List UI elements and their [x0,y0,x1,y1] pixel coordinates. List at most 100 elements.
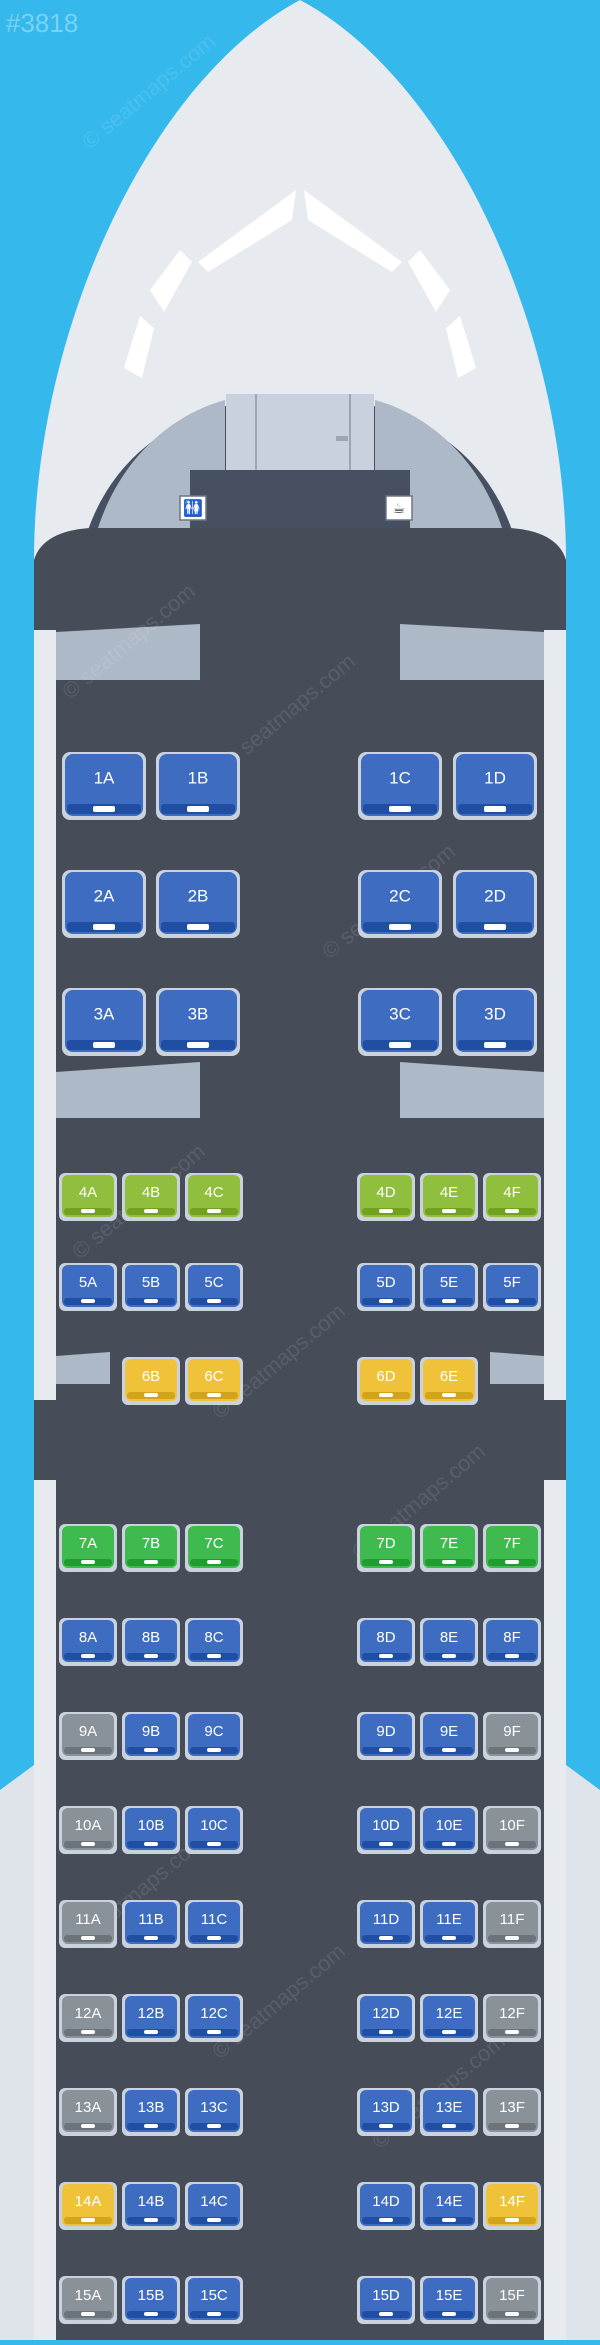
seat-8a[interactable]: 8A [59,1618,117,1666]
seat-5c[interactable]: 5C [185,1263,243,1311]
seat-label: 13D [372,2099,400,2116]
seat-13f[interactable]: 13F [483,2088,541,2136]
seat-10a[interactable]: 10A [59,1806,117,1854]
seat-10f[interactable]: 10F [483,1806,541,1854]
seat-7a[interactable]: 7A [59,1524,117,1572]
seat-3c[interactable]: 3C [358,988,442,1056]
exit-door-right [490,1352,544,1384]
seat-4b[interactable]: 4B [122,1173,180,1221]
seat-14a[interactable]: 14A [59,2182,117,2230]
seat-marker [505,2124,519,2128]
seat-8d[interactable]: 8D [357,1618,415,1666]
seat-9e[interactable]: 9E [420,1712,478,1760]
seat-label: 10E [436,1817,463,1834]
seat-11b[interactable]: 11B [122,1900,180,1948]
seat-4e[interactable]: 4E [420,1173,478,1221]
seat-15d[interactable]: 15D [357,2276,415,2324]
seat-10c[interactable]: 10C [185,1806,243,1854]
seat-1a[interactable]: 1A [62,752,146,820]
seat-4f[interactable]: 4F [483,1173,541,1221]
seat-15f[interactable]: 15F [483,2276,541,2324]
seat-7c[interactable]: 7C [185,1524,243,1572]
seat-3b[interactable]: 3B [156,988,240,1056]
seat-15c[interactable]: 15C [185,2276,243,2324]
seat-10e[interactable]: 10E [420,1806,478,1854]
seat-4d[interactable]: 4D [357,1173,415,1221]
seat-label: 13C [200,2099,228,2116]
seat-11d[interactable]: 11D [357,1900,415,1948]
seat-body [125,1359,177,1401]
seat-9b[interactable]: 9B [122,1712,180,1760]
seat-5a[interactable]: 5A [59,1263,117,1311]
seat-label: 9B [142,1723,160,1740]
seat-7f[interactable]: 7F [483,1524,541,1572]
seat-2a[interactable]: 2A [62,870,146,938]
seat-label: 14C [200,2193,228,2210]
seat-11e[interactable]: 11E [420,1900,478,1948]
seat-4a[interactable]: 4A [59,1173,117,1221]
seat-12d[interactable]: 12D [357,1994,415,2042]
seat-12e[interactable]: 12E [420,1994,478,2042]
seat-3d[interactable]: 3D [453,988,537,1056]
seat-7e[interactable]: 7E [420,1524,478,1572]
seat-13b[interactable]: 13B [122,2088,180,2136]
seat-13d[interactable]: 13D [357,2088,415,2136]
seat-6e[interactable]: 6E [420,1357,478,1405]
seat-2d[interactable]: 2D [453,870,537,938]
seat-15a[interactable]: 15A [59,2276,117,2324]
seat-10b[interactable]: 10B [122,1806,180,1854]
seat-15e[interactable]: 15E [420,2276,478,2324]
seat-14e[interactable]: 14E [420,2182,478,2230]
seat-7b[interactable]: 7B [122,1524,180,1572]
seat-5f[interactable]: 5F [483,1263,541,1311]
seat-12f[interactable]: 12F [483,1994,541,2042]
seat-2b[interactable]: 2B [156,870,240,938]
seat-body [125,1808,177,1850]
seat-13e[interactable]: 13E [420,2088,478,2136]
seat-15b[interactable]: 15B [122,2276,180,2324]
seat-11c[interactable]: 11C [185,1900,243,1948]
seat-2c[interactable]: 2C [358,870,442,938]
seat-8f[interactable]: 8F [483,1618,541,1666]
seat-14b[interactable]: 14B [122,2182,180,2230]
seat-6d[interactable]: 6D [357,1357,415,1405]
seat-13a[interactable]: 13A [59,2088,117,2136]
seat-9a[interactable]: 9A [59,1712,117,1760]
seat-14d[interactable]: 14D [357,2182,415,2230]
seat-marker [81,1299,95,1303]
seat-6b[interactable]: 6B [122,1357,180,1405]
seat-1d[interactable]: 1D [453,752,537,820]
seat-4c[interactable]: 4C [185,1173,243,1221]
seat-7d[interactable]: 7D [357,1524,415,1572]
seat-9d[interactable]: 9D [357,1712,415,1760]
seat-body [456,990,534,1052]
seat-5e[interactable]: 5E [420,1263,478,1311]
seat-9c[interactable]: 9C [185,1712,243,1760]
seat-14f[interactable]: 14F [483,2182,541,2230]
seat-8b[interactable]: 8B [122,1618,180,1666]
seat-label: 2A [94,886,115,905]
seat-3a[interactable]: 3A [62,988,146,1056]
seat-8e[interactable]: 8E [420,1618,478,1666]
seat-label: 7E [440,1535,458,1552]
seat-5d[interactable]: 5D [357,1263,415,1311]
seat-8c[interactable]: 8C [185,1618,243,1666]
seat-body [486,2184,538,2226]
seat-5b[interactable]: 5B [122,1263,180,1311]
seat-11f[interactable]: 11F [483,1900,541,1948]
seat-11a[interactable]: 11A [59,1900,117,1948]
seat-12b[interactable]: 12B [122,1994,180,2042]
seat-body [125,1620,177,1662]
seat-body [361,754,439,816]
seat-12a[interactable]: 12A [59,1994,117,2042]
seat-12c[interactable]: 12C [185,1994,243,2042]
seat-9f[interactable]: 9F [483,1712,541,1760]
seat-label: 15D [372,2287,400,2304]
seat-13c[interactable]: 13C [185,2088,243,2136]
seat-1b[interactable]: 1B [156,752,240,820]
seat-6c[interactable]: 6C [185,1357,243,1405]
seat-1c[interactable]: 1C [358,752,442,820]
seat-14c[interactable]: 14C [185,2182,243,2230]
seat-marker [505,1560,519,1564]
seat-10d[interactable]: 10D [357,1806,415,1854]
